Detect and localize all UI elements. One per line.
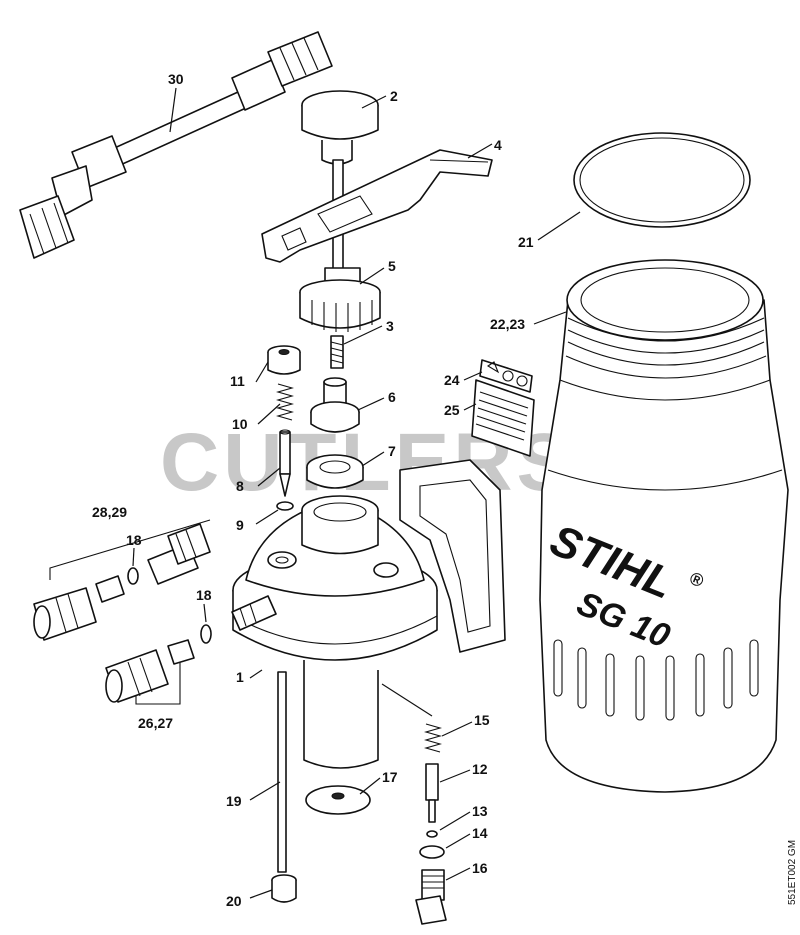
- callout-21: 21: [518, 234, 534, 250]
- callout-26-27: 26,27: [138, 715, 173, 731]
- callout-17: 17: [382, 769, 398, 785]
- callout-12: 12: [472, 761, 488, 777]
- nozzle-group-lower-part: [105, 639, 195, 705]
- callout-3: 3: [386, 318, 394, 334]
- callout-15: 15: [474, 712, 490, 728]
- callout-1: 1: [236, 669, 244, 685]
- callout-25: 25: [444, 402, 460, 418]
- callout-8: 8: [236, 478, 244, 494]
- lever-part: [261, 149, 493, 263]
- container-bottle-part: [539, 259, 789, 793]
- instruction-label-part: [471, 379, 535, 457]
- callout-24: 24: [444, 372, 460, 388]
- callout-18-upper: 18: [126, 532, 142, 548]
- small-seal-part: [426, 830, 438, 838]
- callout-19: 19: [226, 793, 242, 809]
- callout-9: 9: [236, 517, 244, 533]
- callout-2: 2: [390, 88, 398, 104]
- callout-4: 4: [494, 137, 502, 153]
- callout-6: 6: [388, 389, 396, 405]
- o-ring-small-part: [276, 501, 294, 511]
- pump-head-body-part: [231, 459, 506, 769]
- callout-13: 13: [472, 803, 488, 819]
- disc-valve-part: [305, 785, 371, 815]
- plunger-part: [310, 377, 360, 433]
- o-ring-lower-part: [200, 624, 212, 644]
- callout-14: 14: [472, 825, 488, 841]
- callout-16: 16: [472, 860, 488, 876]
- drawing-code: 551ET002 GM: [787, 840, 798, 905]
- spray-lance-part: [19, 31, 333, 259]
- gasket-ring-part: [573, 132, 751, 228]
- o-ring-upper-part: [127, 567, 139, 585]
- cap-nut-part: [267, 345, 301, 375]
- threaded-nut-part: [299, 267, 381, 332]
- callout-11: 11: [230, 373, 245, 389]
- callout-5: 5: [388, 258, 396, 274]
- callout-22-23: 22,23: [490, 316, 525, 332]
- screw-part: [330, 335, 344, 369]
- seal-ring-part: [306, 454, 364, 489]
- callout-7: 7: [388, 443, 396, 459]
- o-ring-valve-part: [419, 845, 445, 859]
- callout-20: 20: [226, 893, 242, 909]
- valve-body-part: [415, 869, 447, 925]
- callout-18-lower: 18: [196, 587, 212, 603]
- callout-10: 10: [232, 416, 248, 432]
- nozzle-group-upper-part: [33, 519, 211, 641]
- valve-pin-part: [279, 429, 291, 497]
- spring-part: [275, 383, 295, 421]
- leader-lines: [132, 87, 581, 899]
- check-valve-spring-part: [423, 723, 443, 753]
- callout-28-29: 28,29: [92, 504, 127, 520]
- warning-label-part: [479, 359, 533, 393]
- tube-fitting-part: [271, 874, 297, 903]
- dip-tube-part: [277, 671, 287, 873]
- valve-stem-part: [425, 763, 439, 823]
- callout-30: 30: [168, 71, 184, 87]
